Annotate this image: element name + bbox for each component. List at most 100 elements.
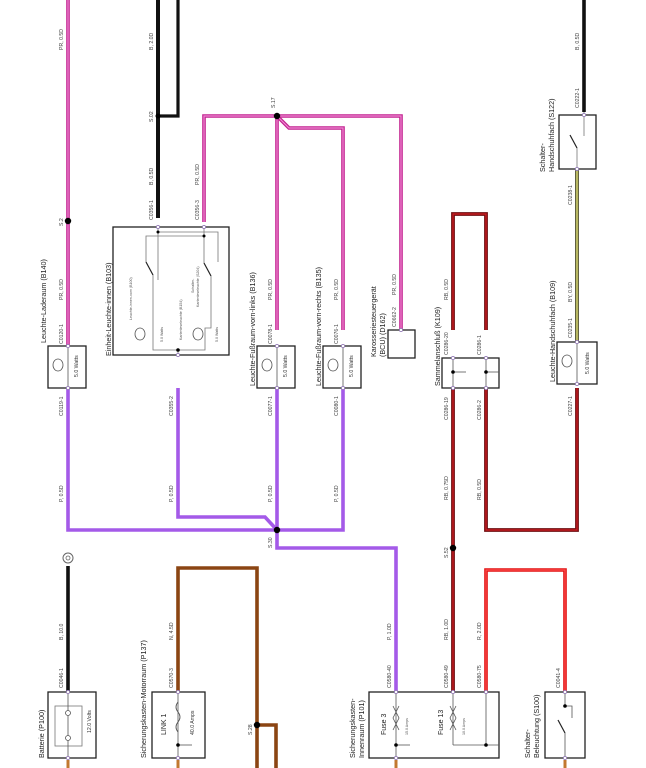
- component-s122[interactable]: Schalter- Handschuhfach (S122): [538, 98, 597, 172]
- switch-icon: [145, 261, 154, 276]
- wire-label: B, 10.0: [59, 623, 65, 640]
- b103-label: Einheit-Leuchte-innen (B103): [104, 263, 113, 357]
- switch-icon: [557, 719, 566, 734]
- connector-pin: [451, 386, 455, 390]
- fuse-link-icon: [175, 701, 181, 733]
- wire-label: PR, 0.5D: [334, 279, 340, 300]
- component-s100[interactable]: Schalter- Beleuchtung (S100): [523, 691, 586, 759]
- p101-fuse13-rating: 10.0 Amps: [462, 718, 466, 735]
- connector-pin: [341, 344, 345, 348]
- s100-label-2: Beleuchtung (S100): [532, 694, 541, 758]
- connector-pin: [66, 344, 70, 348]
- ground-terminal-icon: [62, 552, 74, 564]
- bulb-icon: [561, 354, 573, 368]
- b109-label: Leuchte-Handschuhfach (B109): [548, 281, 557, 383]
- connector-pin: [484, 386, 488, 390]
- switch-icon: [203, 262, 212, 277]
- connector-label: C0356-3: [195, 200, 201, 220]
- connector-label: C0580-40: [387, 665, 393, 688]
- b135-label: Leuchte-Fußraum-vorn-rechts (B135): [314, 267, 323, 386]
- connector-pin: [394, 690, 398, 694]
- component-b109[interactable]: 5.0 Watts Leuchte-Handschuhfach (B109): [548, 281, 598, 385]
- wire-rb-network[interactable]: [451, 212, 579, 692]
- wire-label: RB, 0.5D: [477, 479, 483, 500]
- component-p100[interactable]: 12.0 Volts Batterie (P100): [37, 552, 97, 759]
- p100-label: Batterie (P100): [37, 710, 46, 758]
- wire-b-top[interactable]: [156, 0, 180, 218]
- connector-label: C0120-1: [59, 324, 65, 344]
- b103-sub3b-label: Kartenleseleuchte (S204): [196, 266, 200, 307]
- connector-pin: [176, 756, 180, 760]
- wire-label: PR, 0.5D: [195, 164, 201, 185]
- splices: [64, 112, 457, 729]
- connector-label: C0286-2: [477, 400, 483, 420]
- bulb-icon: [134, 327, 146, 341]
- component-b136[interactable]: 5.0 Watts Leuchte-Fußraum-vorn-links (B1…: [248, 272, 296, 389]
- s100-label-1: Schalter-: [523, 729, 532, 758]
- wire-label: P, 0.5D: [334, 485, 340, 502]
- wires: [66, 0, 586, 768]
- connector-label: C0662-2: [392, 307, 398, 327]
- component-k109[interactable]: Sammelanschluß (K109): [433, 307, 500, 389]
- connector-label: C0119-1: [59, 396, 65, 416]
- wire-label: N, 4.5D: [169, 622, 175, 640]
- s122-label-2: Handschuhfach (S122): [547, 98, 556, 172]
- splice-s52: [449, 544, 457, 552]
- connector-pin: [575, 167, 579, 171]
- connector-pins: [66, 113, 586, 760]
- connector-label: C0570-3: [169, 668, 175, 688]
- component-d162[interactable]: Karosseriesteuergerät (BCU) (D162): [369, 286, 416, 359]
- wire-label: P, 0.5D: [59, 485, 65, 502]
- b103-rating1: 5.0 Watts: [160, 327, 164, 342]
- wire-p-network[interactable]: [66, 388, 398, 692]
- component-b140[interactable]: 5.0 Watts Leuchte-Laderaum (B140): [39, 259, 87, 389]
- splice-s17: [273, 112, 281, 120]
- wire-n[interactable]: [176, 566, 278, 768]
- connector-label: C0080-1: [334, 396, 340, 416]
- component-p101[interactable]: Fuse 3 15.0 Amps Fuse 13 10.0 Amps Siche…: [348, 691, 500, 759]
- b109-rating: 5.0 Watts: [585, 352, 591, 374]
- b136-rating: 5.0 Watts: [283, 355, 289, 377]
- splice-s02: [155, 113, 161, 119]
- wire-label: B, 0.5D: [149, 167, 155, 185]
- wire-label: B, 0.5D: [575, 32, 581, 50]
- fuse-icon: [449, 705, 457, 731]
- p101-fuse13-label: Fuse 13: [438, 710, 445, 735]
- wire-label: PR, 0.5D: [392, 274, 398, 295]
- connector-pin: [202, 225, 206, 229]
- p100-rating: 12.0 Volts: [87, 710, 93, 733]
- component-p137[interactable]: LINK 1 40.0 Amps Sicherungskasten-Motorr…: [139, 640, 206, 759]
- wire-label: RB, 0.5D: [444, 279, 450, 300]
- wire-label: PR, 0.5D: [268, 279, 274, 300]
- connector-label: C0227-1: [568, 396, 574, 416]
- wire-label: PR, 0.5D: [59, 29, 65, 50]
- wire-pr-network[interactable]: [202, 114, 403, 330]
- component-b103[interactable]: Leuchte-innen-vorn (B100) Kartenleseleuc…: [104, 226, 230, 357]
- p101-fuse3-rating: 15.0 Amps: [405, 718, 409, 735]
- connector-label: C0076-1: [334, 324, 340, 344]
- connector-pin: [176, 690, 180, 694]
- b103-rating2: 5.0 Watts: [215, 327, 219, 342]
- p101-fuse3-label: Fuse 3: [381, 713, 388, 735]
- splice-s2: [64, 217, 72, 225]
- wire-label: PR, 0.5D: [59, 279, 65, 300]
- connector-pin: [563, 690, 567, 694]
- p101-label-2: Innenraum (P101): [357, 700, 366, 758]
- component-b135[interactable]: 5.0 Watts Leuchte-Fußraum-vorn-rechts (B…: [314, 267, 362, 389]
- connector-pin: [575, 340, 579, 344]
- splice-label: S.52: [444, 547, 450, 558]
- connector-pin: [563, 756, 567, 760]
- connector-label: C0077-1: [268, 396, 274, 416]
- connector-pin: [66, 690, 70, 694]
- connector-label: C0041-4: [556, 668, 562, 688]
- b136-label: Leuchte-Fußraum-vorn-links (B136): [248, 272, 257, 386]
- p137-rating: 40.0 Amps: [190, 710, 196, 735]
- connector-pin: [394, 756, 398, 760]
- connector-label: C0286-20: [444, 332, 450, 355]
- wire-r[interactable]: [484, 568, 567, 692]
- bulb-icon: [52, 358, 64, 372]
- connector-label: C0238-1: [568, 185, 574, 205]
- d162-label-2: (BCU) (D162): [378, 313, 387, 357]
- d162-label-1: Karosseriesteuergerät: [369, 286, 378, 357]
- connector-pin: [484, 690, 488, 694]
